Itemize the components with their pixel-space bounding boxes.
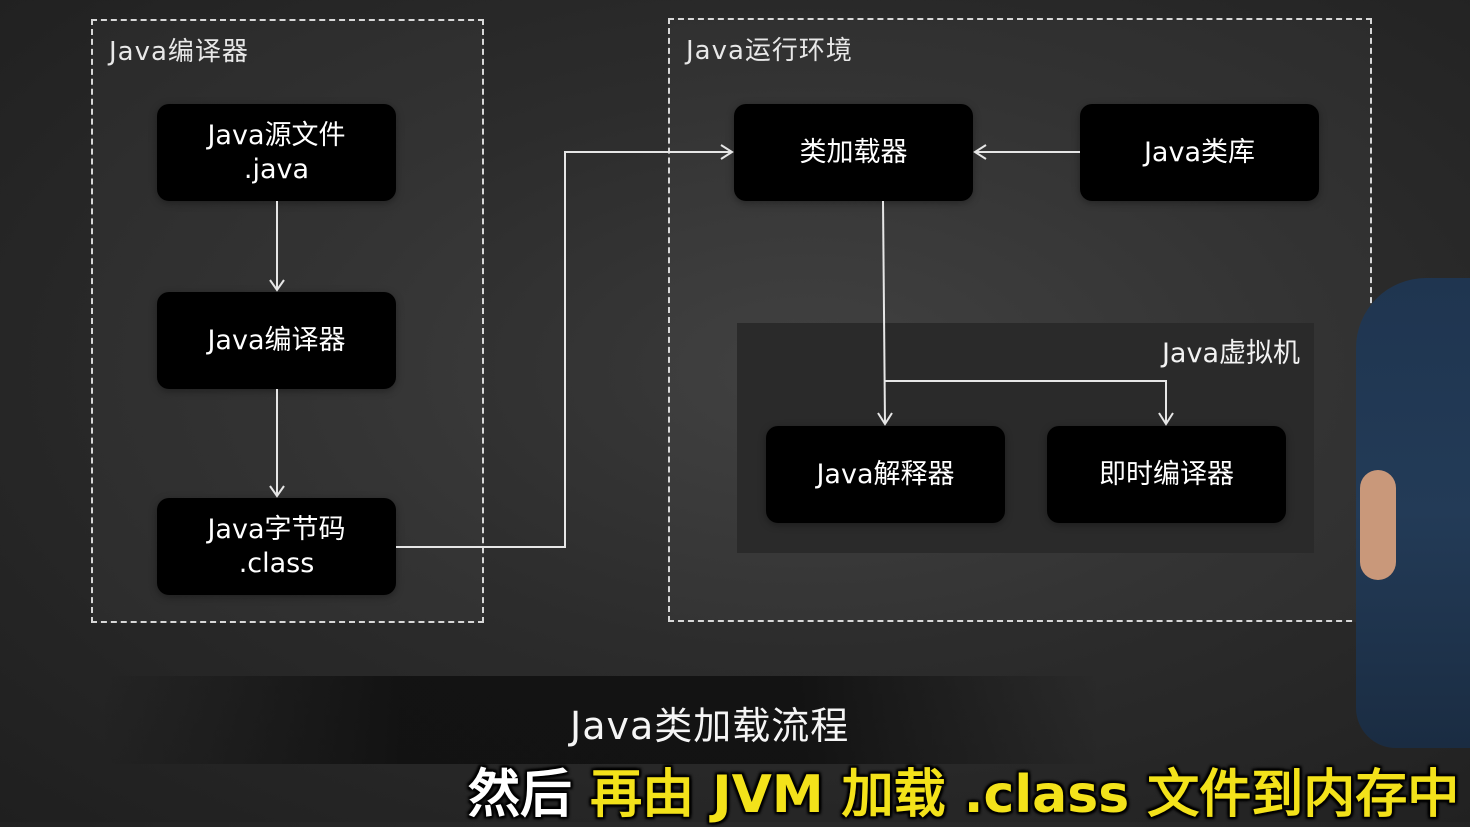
java-compiler-node: Java编译器 bbox=[157, 292, 396, 389]
arrowhead-bytecode-to-class-loader bbox=[720, 144, 734, 160]
banner-title: Java类加载流程 bbox=[570, 704, 850, 748]
jit-compiler-node: 即时编译器 bbox=[1047, 426, 1286, 523]
arrowhead-compiler-to-bytecode bbox=[269, 485, 285, 498]
arrow-class-loader-to-interpreter bbox=[882, 200, 886, 425]
arrowhead-source-to-compiler bbox=[269, 279, 285, 292]
presenter-hand bbox=[1360, 470, 1396, 580]
arrow-branch-to-jit bbox=[885, 380, 1167, 424]
jvm-group-label: Java虚拟机 bbox=[1161, 338, 1300, 369]
java-source-file-node: Java源文件 .java bbox=[157, 104, 396, 201]
java-interpreter-node: Java解释器 bbox=[766, 426, 1005, 523]
subtitle-part-2: 再由 JVM 加载 .class 文件到内存中 bbox=[590, 765, 1460, 825]
java-class-library-node: Java类库 bbox=[1080, 104, 1319, 201]
runtime-group-label: Java运行环境 bbox=[686, 36, 853, 66]
arrowhead-branch-to-jit bbox=[1158, 412, 1174, 426]
title-banner bbox=[100, 676, 1100, 764]
arrowhead-class-loader-to-interpreter bbox=[877, 412, 893, 426]
arrow-bytecode-to-class-loader bbox=[396, 151, 732, 548]
java-bytecode-label: Java字节码 bbox=[207, 513, 346, 545]
video-subtitle: 然后 再由 JVM 加载 .class 文件到内存中 bbox=[468, 752, 1459, 827]
class-loader-node: 类加载器 bbox=[734, 104, 973, 201]
arrowhead-library-to-class-loader bbox=[973, 144, 987, 160]
java-bytecode-node: Java字节码 .class bbox=[157, 498, 396, 595]
jit-compiler-label: 即时编译器 bbox=[1099, 458, 1234, 490]
java-source-file-label: Java源文件 bbox=[207, 119, 346, 151]
java-compiler-label: Java编译器 bbox=[207, 324, 346, 356]
compiler-group-label: Java编译器 bbox=[109, 37, 249, 67]
java-interpreter-label: Java解释器 bbox=[816, 458, 955, 490]
java-bytecode-ext: .class bbox=[238, 547, 315, 579]
class-loader-label: 类加载器 bbox=[799, 136, 908, 168]
compiler-group: Java编译器 bbox=[91, 19, 484, 623]
subtitle-part-1: 然后 bbox=[468, 765, 573, 825]
java-source-file-ext: .java bbox=[243, 153, 310, 185]
java-class-library-label: Java类库 bbox=[1143, 136, 1256, 168]
